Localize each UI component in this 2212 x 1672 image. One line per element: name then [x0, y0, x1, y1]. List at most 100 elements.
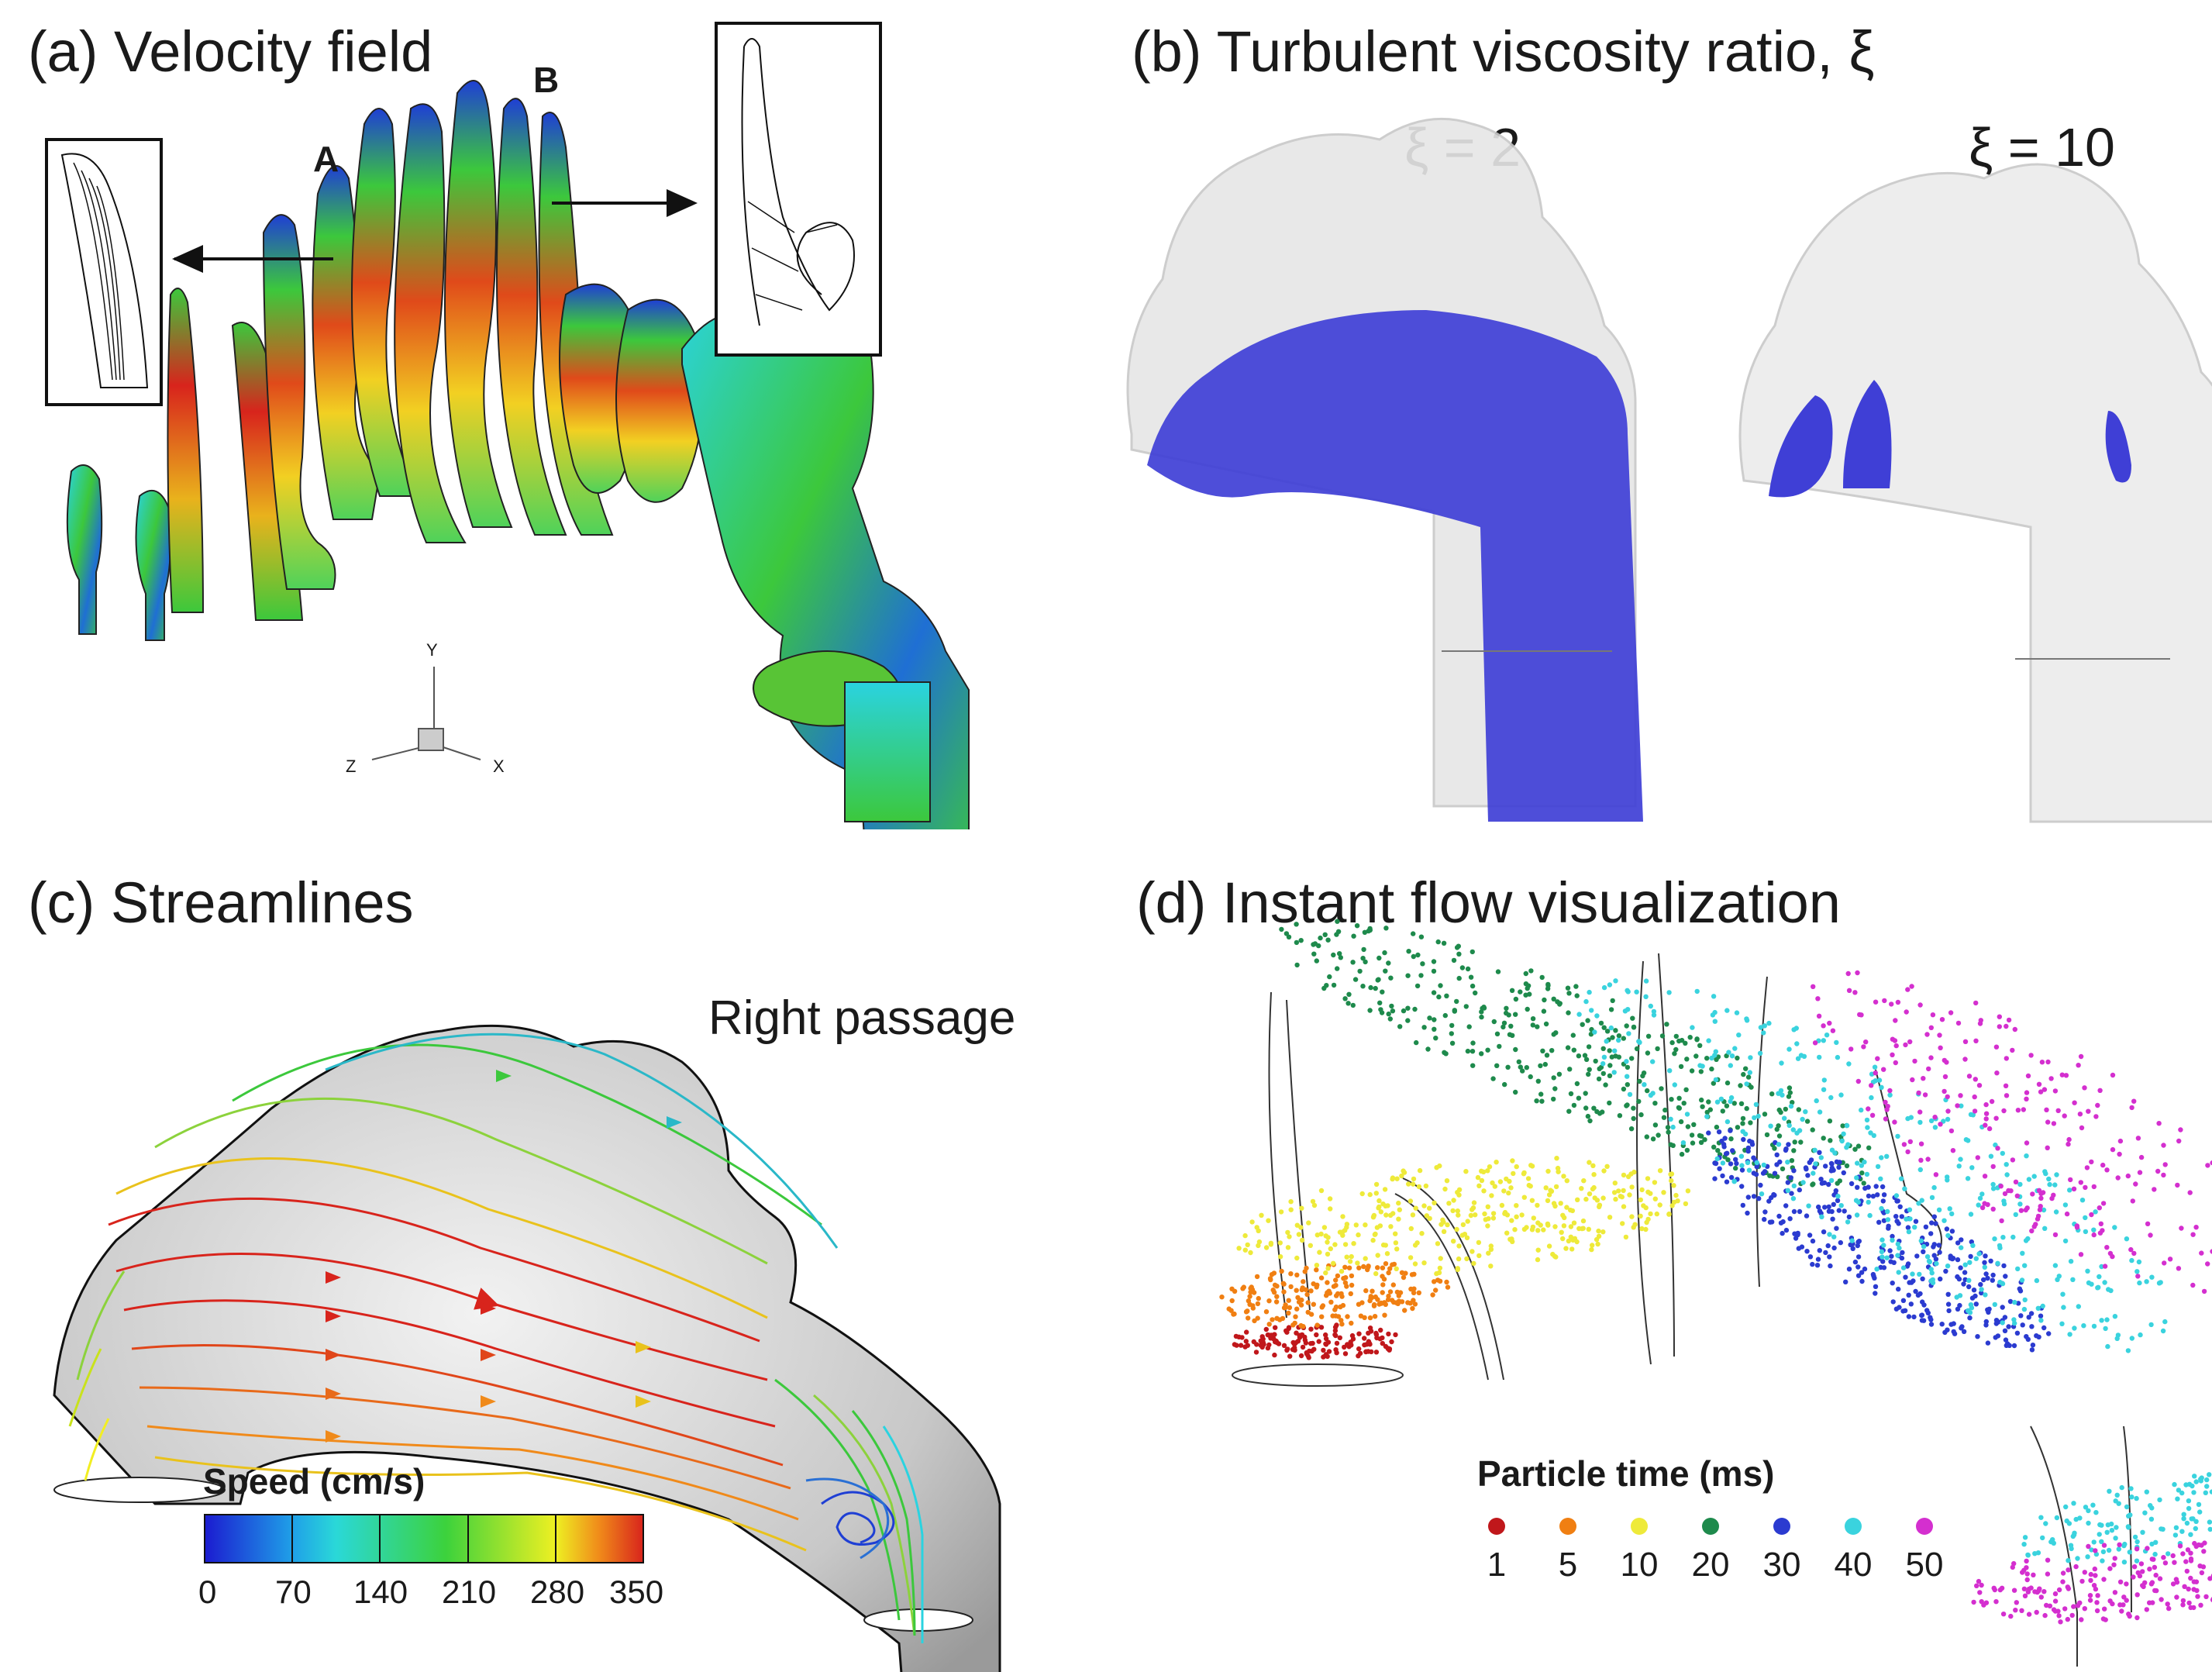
- particle: [1389, 1339, 1394, 1345]
- particle: [1822, 1205, 1828, 1210]
- particle: [1873, 1284, 1879, 1289]
- particle: [1356, 1265, 1362, 1270]
- particle: [1497, 1179, 1504, 1184]
- particle: [1979, 1290, 1984, 1296]
- particle: [1778, 1220, 1784, 1226]
- particle: [2019, 1277, 2025, 1283]
- particle: [1741, 1136, 1746, 1143]
- particle: [1219, 1295, 1225, 1300]
- particle: [1837, 1160, 1842, 1165]
- particle: [1383, 1343, 1389, 1350]
- particle: [2019, 1608, 2024, 1613]
- particle: [1855, 1078, 1861, 1084]
- panel-d-title: (d) Instant flow visualization: [1136, 870, 1841, 935]
- particle: [1818, 1155, 1824, 1160]
- particle: [1945, 1301, 1952, 1307]
- particle: [1541, 1008, 1547, 1014]
- particle: [1811, 1181, 1816, 1187]
- particle: [1401, 1274, 1407, 1281]
- particle: [2015, 1108, 2021, 1113]
- particle: [1949, 1211, 1955, 1217]
- particle: [1353, 1222, 1359, 1228]
- particle: [1812, 1040, 1818, 1046]
- particle: [1583, 1091, 1588, 1096]
- particle: [2069, 1612, 2075, 1619]
- particle: [1273, 1325, 1278, 1330]
- particle: [1685, 1188, 1691, 1194]
- particle: [1481, 1005, 1487, 1011]
- particle: [1558, 1201, 1563, 1206]
- particle: [1383, 926, 1389, 931]
- particle: [1945, 1327, 1950, 1332]
- particle: [1873, 1070, 1878, 1076]
- particle: [1907, 1216, 1913, 1222]
- particle: [2021, 1107, 2026, 1112]
- particle: [1962, 1039, 1969, 1044]
- particle: [1263, 1245, 1270, 1250]
- particle: [1390, 1282, 1396, 1288]
- particle: [2100, 1549, 2107, 1555]
- particle: [1785, 1180, 1790, 1185]
- particle: [1521, 1171, 1527, 1177]
- particle: [1394, 1246, 1400, 1252]
- particle: [1440, 1217, 1445, 1222]
- particle: [2130, 1198, 2135, 1204]
- particle: [2023, 1207, 2028, 1213]
- particle: [2001, 1263, 2007, 1269]
- particle: [1997, 1014, 2002, 1019]
- particle: [1788, 1175, 1793, 1181]
- particle: [2011, 1588, 2017, 1593]
- particle: [1617, 1113, 1623, 1119]
- particle: [1554, 1156, 1559, 1161]
- particle: [1693, 1053, 1699, 1059]
- particle: [1931, 1184, 1937, 1191]
- particle: [1414, 1039, 1419, 1046]
- particle: [1651, 1012, 1657, 1018]
- particle: [1501, 1020, 1507, 1026]
- particle: [2067, 1188, 2072, 1193]
- particle: [1757, 1050, 1763, 1056]
- particle: [1689, 1068, 1695, 1074]
- particle: [1368, 984, 1373, 991]
- axis-z-label: Z: [346, 757, 357, 776]
- particle: [1685, 1124, 1691, 1129]
- particle: [1873, 999, 1879, 1005]
- particle: [1787, 1090, 1793, 1095]
- particle: [2198, 1602, 2203, 1608]
- particle: [1791, 1168, 1797, 1174]
- particle: [1629, 1056, 1635, 1061]
- particle: [1311, 1202, 1318, 1208]
- particle: [1724, 1103, 1730, 1108]
- particle: [1762, 1169, 1768, 1174]
- particle: [1749, 1142, 1755, 1147]
- particle: [1579, 1186, 1584, 1191]
- particle: [2095, 1285, 2100, 1291]
- particle: [1530, 1016, 1536, 1022]
- iso-blob-3: [2105, 411, 2131, 483]
- particle: [1314, 1232, 1320, 1238]
- particle: [1607, 1100, 1612, 1106]
- particle: [1728, 1161, 1734, 1167]
- particle: [1555, 999, 1560, 1005]
- particle: [1538, 1222, 1543, 1228]
- particle: [2093, 1586, 2099, 1592]
- particle: [1380, 1335, 1385, 1341]
- particle: [1412, 1243, 1418, 1248]
- particle: [1325, 1266, 1331, 1271]
- particle: [1950, 1148, 1956, 1153]
- particle: [1914, 1253, 1920, 1259]
- particle: [1712, 1053, 1718, 1058]
- particle: [1890, 1281, 1895, 1286]
- particle: [1327, 1196, 1333, 1201]
- particle: [1835, 1181, 1840, 1186]
- particle: [1363, 1256, 1368, 1261]
- particle: [2088, 1571, 2093, 1577]
- particle: [1375, 1265, 1380, 1270]
- particle: [2018, 1313, 2024, 1319]
- particle: [1450, 1208, 1456, 1214]
- particle: [2088, 1577, 2093, 1584]
- particle: [1254, 1274, 1260, 1280]
- particle: [1535, 1228, 1541, 1233]
- colorbar-tick-70: 70: [275, 1574, 312, 1610]
- particle: [1861, 1044, 1866, 1050]
